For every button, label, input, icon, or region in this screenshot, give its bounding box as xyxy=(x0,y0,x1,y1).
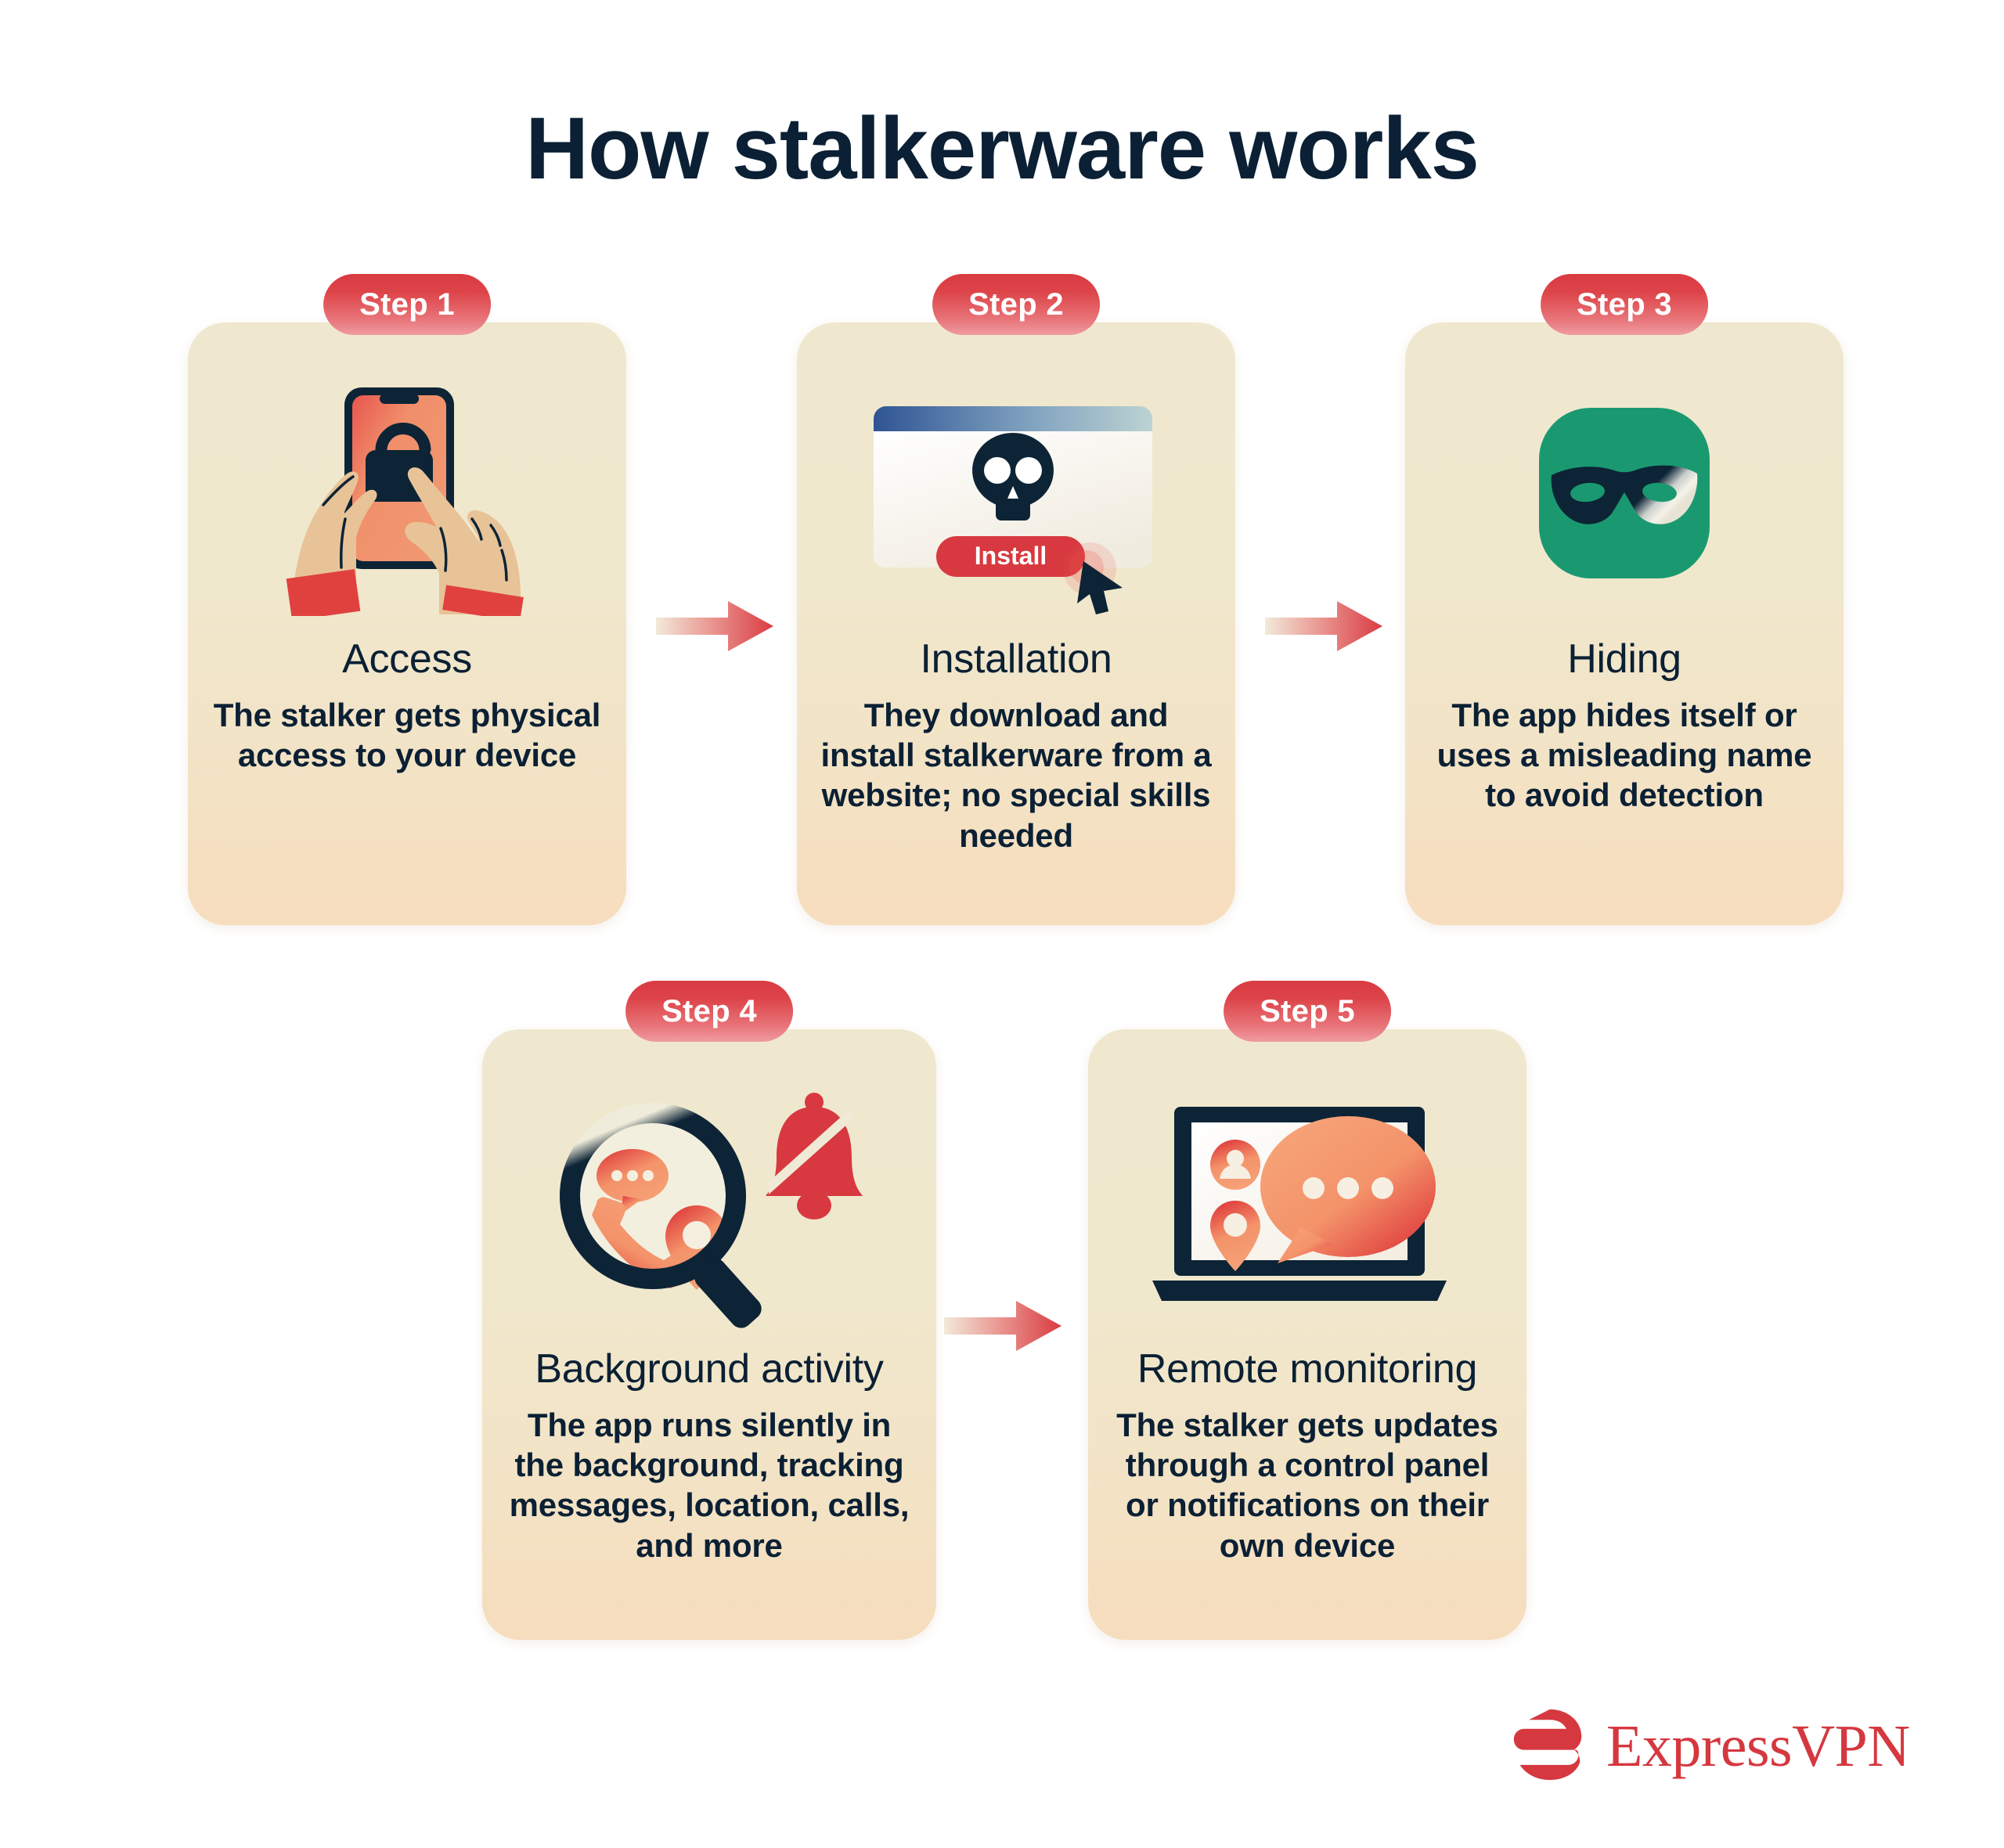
expressvpn-logo-mark xyxy=(1511,1706,1586,1785)
magnifier-with-bell-muted-icon xyxy=(482,1076,936,1335)
browser-window-skull-install-icon: Install xyxy=(797,371,1235,629)
arrow-step4-to-step5 xyxy=(944,1299,1061,1353)
hands-holding-phone-unlock-icon xyxy=(188,362,626,620)
arrow-step1-to-step2 xyxy=(656,600,773,653)
step-badge-1: Step 1 xyxy=(323,274,491,335)
step-title-1: Access xyxy=(342,636,472,682)
step-badge-2: Step 2 xyxy=(932,274,1100,335)
expressvpn-logo-text: ExpressVPN xyxy=(1606,1713,1910,1779)
step-description-3: The app hides itself or uses a misleadin… xyxy=(1436,697,1812,814)
arrow-step2-to-step3 xyxy=(1265,600,1382,653)
step-title-5: Remote monitoring xyxy=(1137,1346,1478,1392)
step-badge-4: Step 4 xyxy=(625,981,793,1042)
expressvpn-logo[interactable]: ExpressVPN xyxy=(1511,1706,1910,1785)
step-badge-5: Step 5 xyxy=(1224,981,1391,1042)
step-description-4: The app runs silently in the background,… xyxy=(509,1407,910,1564)
step-badge-3: Step 3 xyxy=(1541,274,1708,335)
app-tile-mask-icon xyxy=(1405,391,1844,595)
page-title: How stalkerware works xyxy=(525,99,1480,197)
step-card-3[interactable]: Step 3 Hiding The app hid xyxy=(1405,274,1844,925)
install-button-label: Install xyxy=(975,542,1047,570)
step-card-1[interactable]: Step 1 xyxy=(188,274,626,925)
step-title-2: Installation xyxy=(920,636,1112,682)
step-description-1: The stalker gets physical access to your… xyxy=(213,697,601,774)
step-description-2: They download and install stalkerware fr… xyxy=(820,697,1212,854)
step-description-5: The stalker gets updates through a contr… xyxy=(1116,1407,1498,1564)
step-title-4: Background activity xyxy=(535,1346,884,1392)
step-card-2[interactable]: Step 2 xyxy=(797,274,1235,925)
step-card-4[interactable]: Step 4 xyxy=(482,981,936,1640)
step-card-5[interactable]: Step 5 xyxy=(1088,981,1526,1640)
laptop-chat-bubble-icon xyxy=(1088,1090,1526,1325)
step-title-3: Hiding xyxy=(1567,636,1681,682)
